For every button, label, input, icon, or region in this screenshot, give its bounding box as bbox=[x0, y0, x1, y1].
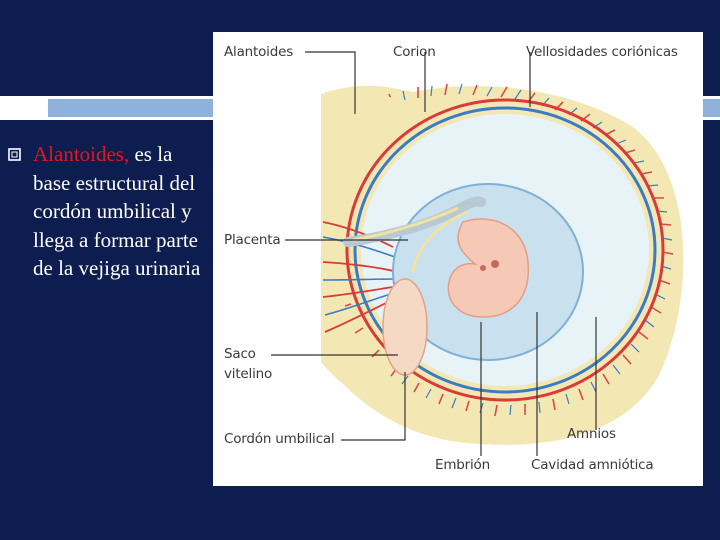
placenta-region bbox=[321, 93, 413, 393]
embryo-illustration bbox=[271, 51, 684, 456]
embryo-diagram: Alantoides Corion Vellosidades coriónica… bbox=[213, 32, 703, 486]
chorion-vessel-red bbox=[345, 98, 665, 402]
leader-lines bbox=[271, 51, 597, 456]
square-bullet-icon bbox=[8, 148, 21, 161]
umbilical-cord bbox=[343, 196, 486, 247]
label-amnios: Amnios bbox=[567, 426, 616, 442]
label-placenta: Placenta bbox=[224, 232, 281, 248]
bullet-highlight: Alantoides, bbox=[33, 142, 130, 166]
label-corion: Corion bbox=[393, 44, 436, 60]
label-vellosidades: Vellosidades coriónicas bbox=[526, 44, 678, 60]
yolk-sac bbox=[382, 278, 428, 376]
label-cavidad: Cavidad amniótica bbox=[531, 457, 654, 473]
chorion-vessel-blue bbox=[353, 106, 657, 394]
allantois bbox=[352, 206, 459, 242]
bullet-body: es la base estructural del cordón umbili… bbox=[33, 142, 201, 280]
bullet-item: Alantoides, es la base estructural del c… bbox=[33, 140, 203, 283]
label-alantoides: Alantoides bbox=[224, 44, 294, 60]
label-saco: Saco bbox=[224, 346, 256, 362]
label-cordon: Cordón umbilical bbox=[224, 431, 335, 447]
label-vitelino: vitelino bbox=[224, 366, 273, 382]
label-embrion: Embrión bbox=[435, 457, 490, 473]
embryo bbox=[447, 218, 530, 318]
